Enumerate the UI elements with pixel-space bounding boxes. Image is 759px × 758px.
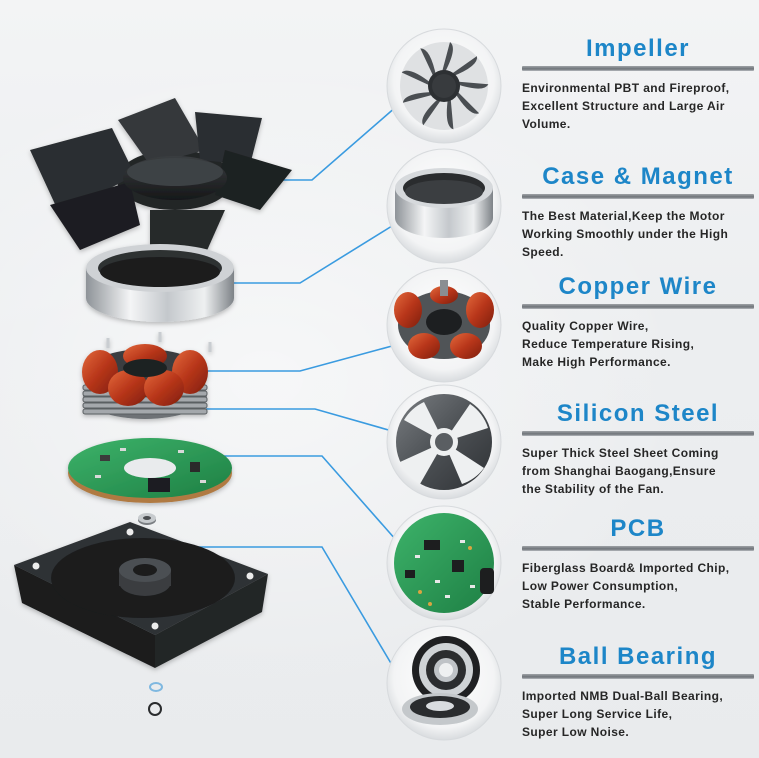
feature-ball-bearing: Ball Bearing Imported NMB Dual-Ball Bear…	[522, 643, 754, 741]
feature-description: Fiberglass Board& Imported Chip, Low Pow…	[522, 559, 754, 613]
impeller-part	[30, 98, 292, 255]
feature-title: Impeller	[585, 35, 691, 62]
feature-silicon-steel: Silicon Steel Super Thick Steel Sheet Co…	[522, 400, 754, 498]
description-line: Excellent Structure and Large Air	[522, 99, 725, 113]
ball-bearing-closeup	[386, 625, 502, 741]
fan-frame-part	[14, 522, 268, 668]
description-line: Imported NMB Dual-Ball Bearing,	[522, 689, 724, 703]
description-line: Super Long Service Life,	[522, 707, 673, 721]
feature-description: Quality Copper Wire, Reduce Temperature …	[522, 317, 754, 371]
feature-description: Environmental PBT and Fireproof, Excelle…	[522, 79, 754, 133]
feature-title: Case & Magnet	[542, 163, 734, 190]
description-line: Make High Performance.	[522, 355, 671, 369]
case-magnet-closeup	[386, 148, 502, 264]
description-line: Low Power Consumption,	[522, 579, 679, 593]
title-rule	[522, 431, 754, 436]
description-line: Super Low Noise.	[522, 725, 630, 739]
feature-pcb: PCB Fiberglass Board& Imported Chip, Low…	[522, 515, 754, 613]
feature-title: Copper Wire	[558, 273, 718, 300]
feature-title: Silicon Steel	[556, 400, 720, 427]
feature-description: Super Thick Steel Sheet Coming from Shan…	[522, 444, 754, 498]
description-line: Working Smoothly under the High	[522, 227, 729, 241]
description-line: Super Thick Steel Sheet Coming	[522, 446, 719, 460]
feature-description: Imported NMB Dual-Ball Bearing, Super Lo…	[522, 687, 754, 741]
title-rule	[522, 66, 754, 71]
feature-impeller: Impeller Environmental PBT and Fireproof…	[522, 35, 754, 133]
feature-description: The Best Material,Keep the Motor Working…	[522, 207, 754, 261]
bearing-bits	[138, 513, 156, 525]
copper-wire-closeup	[386, 267, 502, 383]
description-line: Fiberglass Board& Imported Chip,	[522, 561, 730, 575]
impeller-closeup	[386, 28, 502, 144]
title-rule	[522, 304, 754, 309]
description-line: from Shanghai Baogang,Ensure	[522, 464, 716, 478]
loose-rings	[148, 682, 163, 716]
pcb-closeup	[386, 505, 502, 621]
silicon-steel-closeup	[386, 384, 502, 500]
pcb-part	[68, 438, 232, 503]
description-line: Speed.	[522, 245, 564, 259]
feature-case-magnet: Case & Magnet The Best Material,Keep the…	[522, 163, 754, 261]
feature-title: PCB	[610, 515, 666, 542]
title-rule	[522, 194, 754, 199]
copper-wire-part	[82, 332, 212, 419]
description-line: the Stability of the Fan.	[522, 482, 665, 496]
description-line: Reduce Temperature Rising,	[522, 337, 695, 351]
feature-title: Ball Bearing	[558, 643, 718, 670]
description-line: Stable Performance.	[522, 597, 646, 611]
description-line: Quality Copper Wire,	[522, 319, 649, 333]
title-rule	[522, 674, 754, 679]
case-magnet-part	[86, 244, 234, 322]
feature-copper-wire: Copper Wire Quality Copper Wire, Reduce …	[522, 273, 754, 371]
description-line: The Best Material,Keep the Motor	[522, 209, 725, 223]
description-line: Volume.	[522, 117, 571, 131]
title-rule	[522, 546, 754, 551]
description-line: Environmental PBT and Fireproof,	[522, 81, 730, 95]
